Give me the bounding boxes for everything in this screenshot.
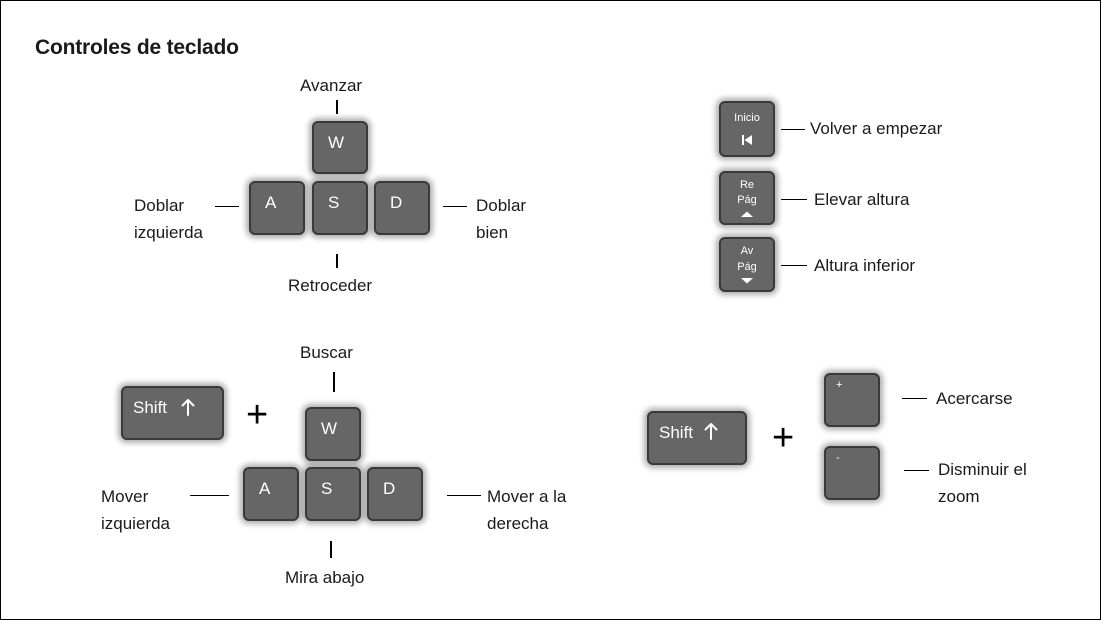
key-shift-label: Shift (659, 423, 694, 442)
label-zoom-in: Acercarse (936, 389, 1013, 408)
key-page-down-line2: Pág (737, 261, 757, 273)
key-page-down-line1: Av (740, 245, 754, 257)
label-forward: Avanzar (300, 76, 363, 95)
connector-page-down (781, 265, 807, 266)
connector-turn-right (443, 206, 467, 207)
label-back: Retroceder (288, 276, 373, 295)
key-zoom-in[interactable]: + (824, 373, 880, 427)
key-plus-label: + (836, 379, 843, 391)
key-d-look[interactable]: D (367, 467, 423, 521)
triangle-up-icon (741, 211, 753, 217)
connector-turn-left (215, 206, 239, 207)
key-page-up[interactable]: Re Pág (719, 171, 775, 225)
key-page-down[interactable]: Av Pág (719, 237, 775, 292)
key-w-look[interactable]: W (305, 407, 361, 461)
key-d-label: D (390, 193, 403, 212)
key-a-look[interactable]: A (243, 467, 299, 521)
key-a-label: A (259, 479, 271, 498)
connector-forward (336, 100, 338, 114)
label-look-down: Mira abajo (285, 568, 365, 587)
triangle-down-icon (741, 278, 753, 284)
plus-sign-look: + (246, 394, 269, 436)
key-d[interactable]: D (374, 181, 430, 235)
connector-page-up (781, 199, 807, 200)
connector-home (781, 129, 805, 130)
key-a[interactable]: A (249, 181, 305, 235)
key-s-label: S (328, 193, 340, 212)
key-w-label: W (328, 133, 345, 152)
label-raise-height: Elevar altura (814, 190, 910, 209)
key-w-label: W (321, 419, 338, 438)
connector-look-down (330, 541, 332, 558)
key-s-label: S (321, 479, 333, 498)
page-title: Controles de teclado (35, 36, 239, 59)
key-home[interactable]: Inicio (719, 101, 775, 157)
arrow-up-icon (181, 399, 195, 416)
connector-look-up (333, 372, 335, 392)
key-shift-zoom[interactable]: Shift (647, 411, 747, 465)
key-page-up-line2: Pág (737, 194, 757, 206)
key-minus-label: - (836, 452, 840, 464)
connector-move-left (190, 495, 229, 496)
label-look-up: Buscar (300, 343, 353, 362)
key-s-look[interactable]: S (305, 467, 361, 521)
key-s[interactable]: S (312, 181, 368, 235)
key-d-label: D (383, 479, 396, 498)
key-home-label: Inicio (734, 112, 760, 124)
key-page-up-line1: Re (739, 179, 755, 191)
key-a-label: A (265, 193, 277, 212)
label-lower-height: Altura inferior (814, 256, 916, 275)
key-w[interactable]: W (312, 121, 368, 174)
arrow-up-icon (704, 423, 718, 440)
connector-back (336, 254, 338, 268)
connector-zoom-out (904, 470, 929, 471)
label-restart: Volver a empezar (810, 119, 943, 138)
key-shift-label: Shift (133, 398, 168, 417)
skip-to-start-icon (742, 135, 752, 145)
connector-move-right (447, 495, 481, 496)
key-shift-look[interactable]: Shift (121, 386, 224, 440)
connector-zoom-in (902, 398, 927, 399)
key-zoom-out[interactable]: - (824, 446, 880, 500)
plus-sign-zoom: + (772, 417, 795, 459)
